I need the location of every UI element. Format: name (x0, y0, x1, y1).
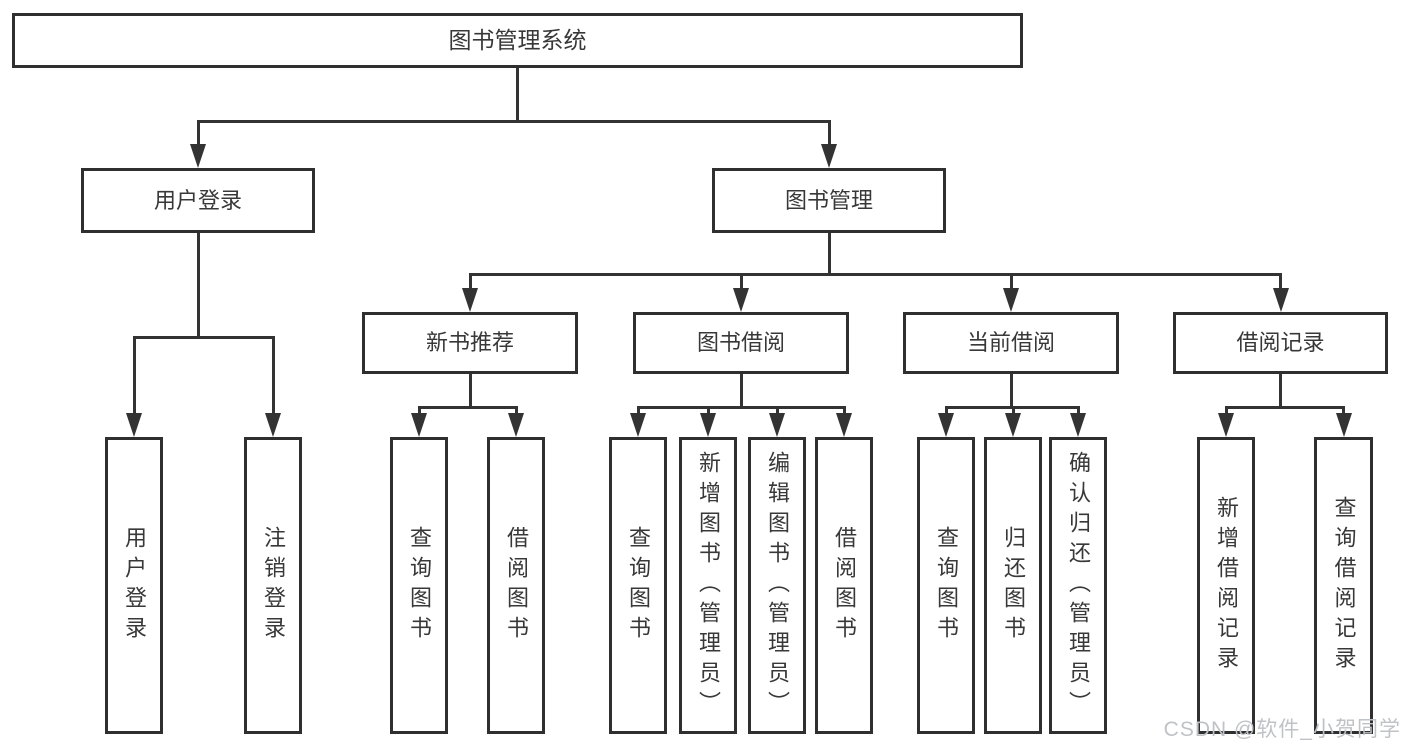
watermark: CSDN @软件_小贺同学 (1163, 718, 1401, 741)
node-label: 用户登录 (122, 525, 147, 646)
node-borrow-records: 借阅记录 (1173, 312, 1388, 374)
arrowhead-icon (1335, 413, 1352, 437)
connector-line (827, 120, 831, 162)
connector-line (132, 336, 136, 431)
connector-line (1279, 374, 1282, 409)
arrowhead-icon (769, 413, 785, 437)
node-label: 新增借阅记录 (1214, 495, 1239, 676)
connector-line (1224, 406, 1345, 409)
node-label: 注销登录 (261, 525, 286, 646)
node-root: 图书管理系统 (12, 13, 1023, 68)
arrowhead-icon (508, 413, 524, 437)
connector-line (468, 374, 472, 409)
arrowhead-icon (1005, 413, 1021, 437)
arrowhead-icon (938, 413, 954, 437)
node-label: 查询图书 (626, 525, 651, 646)
node-label: 图书管理系统 (448, 27, 587, 53)
arrowhead-icon (821, 144, 837, 168)
connector-line (739, 374, 743, 409)
node-leaf-add-books: 新增图书（管理员） (679, 437, 737, 734)
arrowhead-icon (1272, 288, 1289, 312)
node-leaf-query-books-2: 查询图书 (609, 437, 667, 734)
node-leaf-query-books-1: 查询图书 (390, 437, 448, 734)
node-leaf-query-books-3: 查询图书 (917, 437, 975, 734)
arrowhead-icon (265, 413, 281, 437)
node-leaf-confirm-return: 确认归还（管理员） (1049, 437, 1107, 734)
connector-line (636, 406, 846, 409)
node-label: 确认归还（管理员） (1066, 450, 1091, 721)
node-label: 当前借阅 (966, 330, 1055, 355)
node-leaf-add-borrow-rec: 新增借阅记录 (1197, 437, 1255, 734)
node-new-book-rec: 新书推荐 (362, 312, 578, 374)
node-leaf-user-login: 用户登录 (105, 437, 163, 734)
connector-line (196, 233, 200, 339)
node-label: 查询图书 (407, 525, 432, 646)
arrowhead-icon (1003, 288, 1019, 312)
node-label: 图书借阅 (696, 330, 785, 355)
node-leaf-query-borrow-rec: 查询借阅记录 (1314, 437, 1373, 734)
node-book-mgmt: 图书管理 (712, 168, 946, 233)
connector-line (196, 120, 831, 123)
node-label: 归还图书 (1001, 525, 1026, 646)
node-label: 借阅记录 (1236, 330, 1325, 355)
connector-line (132, 336, 275, 339)
node-leaf-edit-books: 编辑图书（管理员） (748, 437, 806, 734)
node-leaf-logout: 注销登录 (244, 437, 302, 734)
arrowhead-icon (700, 413, 716, 437)
node-leaf-borrow-books-2: 借阅图书 (815, 437, 873, 734)
connector-line (827, 233, 831, 276)
arrowhead-icon (836, 413, 852, 437)
connector-line (468, 273, 1282, 276)
arrowhead-icon (630, 413, 646, 437)
connector-line (1009, 374, 1013, 409)
arrowhead-icon (411, 413, 427, 437)
node-label: 查询图书 (934, 525, 959, 646)
connector-line (196, 120, 200, 162)
node-label: 用户登录 (153, 187, 242, 213)
node-leaf-return-books: 归还图书 (984, 437, 1042, 734)
node-label: 图书管理 (784, 187, 873, 213)
node-leaf-borrow-books-1: 借阅图书 (487, 437, 545, 734)
node-label: 编辑图书（管理员） (765, 450, 790, 721)
arrowhead-icon (190, 144, 206, 168)
arrowhead-icon (1070, 413, 1086, 437)
node-label: 查询借阅记录 (1331, 495, 1357, 676)
node-user-login: 用户登录 (81, 168, 315, 233)
node-label: 新书推荐 (425, 330, 514, 355)
connector-line (417, 406, 518, 409)
node-label: 新增图书（管理员） (696, 450, 721, 721)
arrowhead-icon (126, 413, 142, 437)
node-current-borrow: 当前借阅 (903, 312, 1119, 374)
arrowhead-icon (733, 288, 749, 312)
node-label: 借阅图书 (504, 525, 529, 646)
node-label: 借阅图书 (832, 525, 857, 646)
connector-line (516, 68, 519, 123)
arrowhead-icon (462, 288, 478, 312)
arrowhead-icon (1218, 413, 1234, 437)
connector-line (271, 336, 275, 431)
node-book-borrow: 图书借阅 (633, 312, 849, 374)
